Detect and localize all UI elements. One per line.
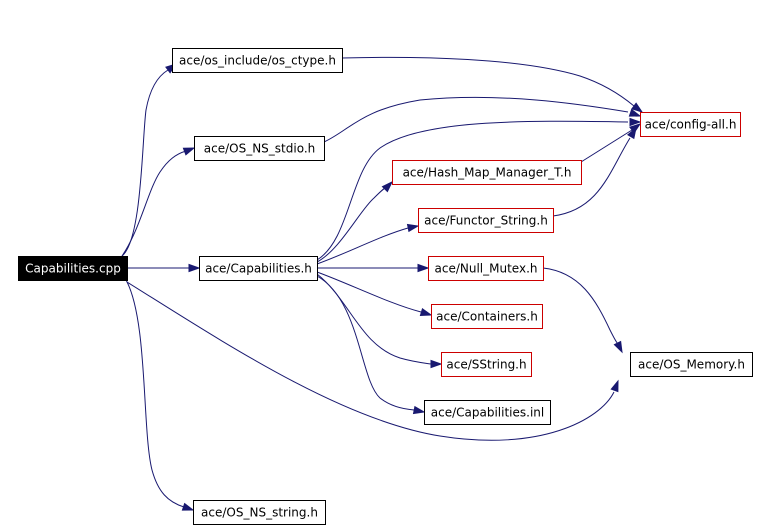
node-functor-string[interactable]: ace/Functor_String.h — [418, 208, 554, 233]
edge-capabilities_h-to-sstring — [316, 273, 443, 369]
arrowhead-icon — [419, 307, 433, 317]
edge-capabilities_cpp-to-os_ctype — [121, 63, 178, 257]
edge-capabilities_cpp-to-os_memory — [126, 281, 619, 441]
arrowhead-icon — [182, 147, 196, 156]
node-box — [441, 352, 532, 377]
node-label: ace/OS_Memory.h — [638, 358, 745, 372]
node-label: ace/Hash_Map_Manager_T.h — [403, 166, 572, 180]
edge-capabilities_h-to-null_mutex — [317, 263, 430, 273]
edge-line — [316, 275, 415, 411]
edge-line — [316, 271, 422, 313]
edge-capabilities_h-to-capabilities_inl — [316, 275, 426, 415]
node-box — [194, 136, 325, 161]
edge-line — [121, 150, 187, 257]
arrowhead-icon — [181, 502, 195, 511]
nodes-layer: Capabilities.cpp ace/os_include/os_ctype.… — [18, 48, 753, 525]
edge-line — [542, 267, 619, 345]
node-capabilities-h[interactable]: ace/Capabilities.h — [199, 256, 318, 281]
edge-line — [552, 137, 631, 217]
node-label: ace/Containers.h — [436, 310, 538, 324]
arrowhead-icon — [626, 126, 637, 140]
edge-line — [580, 129, 633, 163]
edge-capabilities_h-to-containers — [316, 271, 433, 317]
edge-capabilities_h-to-functor_string — [316, 223, 420, 265]
edge-null_mutex-to-os_memory — [542, 267, 623, 354]
edge-functor_string-to-config_all — [552, 126, 637, 217]
node-capabilities-inl[interactable]: ace/Capabilities.inl — [424, 400, 551, 425]
node-box — [640, 112, 741, 137]
node-os-ns-string[interactable]: ace/OS_NS_string.h — [193, 500, 326, 525]
node-box — [193, 500, 326, 525]
arrowhead-icon — [610, 379, 619, 393]
edge-capabilities_cpp-to-os_ns_string — [125, 279, 195, 511]
node-box — [428, 256, 544, 281]
edge-capabilities_h-to-hash_map — [316, 180, 394, 263]
node-hash-map[interactable]: ace/Hash_Map_Manager_T.h — [392, 160, 582, 185]
node-label: ace/Capabilities.inl — [431, 406, 544, 420]
edge-os_ns_stdio-to-config_all — [323, 96, 642, 143]
node-box — [424, 400, 551, 425]
node-label: ace/os_include/os_ctype.h — [179, 54, 336, 68]
edges-layer — [121, 56, 644, 511]
node-label: ace/OS_NS_string.h — [201, 506, 318, 520]
node-os-ctype[interactable]: ace/os_include/os_ctype.h — [172, 48, 343, 73]
arrowhead-icon — [406, 223, 420, 233]
node-box — [392, 160, 582, 185]
edge-line — [121, 69, 169, 257]
edge-line — [323, 96, 629, 143]
arrowhead-icon — [629, 117, 642, 127]
node-capabilities-cpp[interactable]: Capabilities.cpp — [18, 256, 128, 281]
node-config-all[interactable]: ace/config-all.h — [640, 112, 741, 137]
arrowhead-icon — [430, 359, 443, 369]
edge-line — [316, 273, 432, 365]
node-box — [172, 48, 343, 73]
edge-line — [126, 281, 615, 441]
node-os-ns-stdio[interactable]: ace/OS_NS_stdio.h — [194, 136, 325, 161]
node-sstring[interactable]: ace/SString.h — [441, 352, 532, 377]
node-containers[interactable]: ace/Containers.h — [431, 304, 543, 329]
arrowhead-icon — [381, 180, 394, 193]
edge-line — [316, 227, 409, 265]
edge-capabilities_cpp-to-os_ns_stdio — [121, 147, 196, 257]
node-box — [18, 256, 128, 281]
node-label: ace/Capabilities.h — [205, 262, 312, 276]
node-label: ace/Functor_String.h — [424, 214, 548, 228]
arrowhead-icon — [631, 102, 644, 113]
node-box — [630, 352, 753, 377]
node-box — [199, 256, 318, 281]
node-box — [431, 304, 543, 329]
arrowhead-icon — [613, 340, 623, 354]
edge-line — [316, 120, 629, 261]
node-label: ace/OS_NS_stdio.h — [204, 142, 316, 156]
node-null-mutex[interactable]: ace/Null_Mutex.h — [428, 256, 544, 281]
edge-capabilities_cpp-to-capabilities_h — [127, 263, 201, 273]
edge-capabilities_h-to-config_all — [316, 117, 642, 261]
node-label: ace/Null_Mutex.h — [435, 262, 538, 276]
arrowhead-icon — [188, 263, 201, 273]
node-label: Capabilities.cpp — [25, 262, 121, 276]
node-box — [418, 208, 554, 233]
arrowhead-icon — [412, 405, 426, 415]
node-label: ace/SString.h — [446, 358, 526, 372]
edge-hash_map-to-config_all — [580, 123, 642, 163]
arrowhead-icon — [628, 108, 642, 117]
edge-line — [125, 279, 185, 508]
node-label: ace/config-all.h — [645, 118, 737, 132]
arrowhead-icon — [417, 263, 430, 273]
node-os-memory[interactable]: ace/OS_Memory.h — [630, 352, 753, 377]
edge-os_ctype-to-config_all — [341, 56, 644, 113]
edge-line — [341, 56, 635, 107]
